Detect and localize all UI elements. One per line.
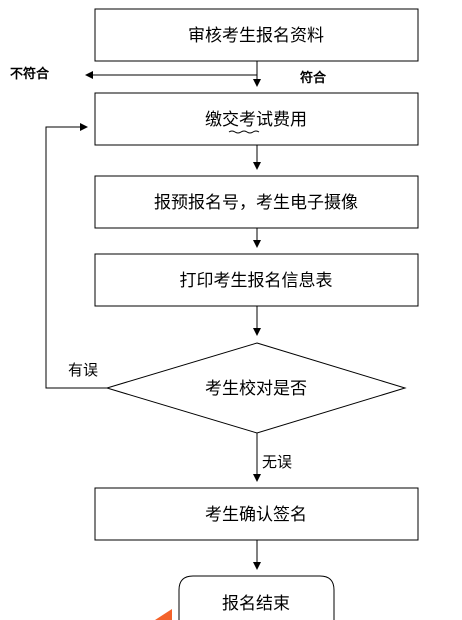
- edge-label-not-pass: 不符合: [10, 66, 50, 82]
- node-end-box: [178, 575, 335, 620]
- node-pay-box: [94, 92, 419, 146]
- corner-accent-shape: [155, 609, 172, 620]
- edge-check-error-loop: [45, 123, 107, 389]
- spellcheck-underline: [228, 130, 260, 134]
- node-confirm-box: [94, 487, 419, 541]
- node-pay-label: 缴交考试费用: [205, 110, 307, 130]
- node-review-label: 审核考生报名资料: [188, 26, 324, 46]
- node-confirm-label: 考生确认签名: [205, 505, 307, 525]
- node-end-label: 报名结束: [222, 594, 290, 614]
- node-photo-box: [94, 175, 419, 229]
- edge-label-no-error: 无误: [262, 453, 292, 471]
- edge-label-pass: 符合: [300, 70, 327, 86]
- node-review-box: [94, 8, 419, 62]
- node-photo-label: 报预报名号，考生电子摄像: [154, 193, 358, 213]
- node-print-box: [94, 253, 419, 307]
- edge-label-error: 有误: [68, 361, 98, 379]
- node-check-label: 考生校对是否: [205, 379, 307, 399]
- node-print-label: 打印考生报名信息表: [180, 271, 333, 291]
